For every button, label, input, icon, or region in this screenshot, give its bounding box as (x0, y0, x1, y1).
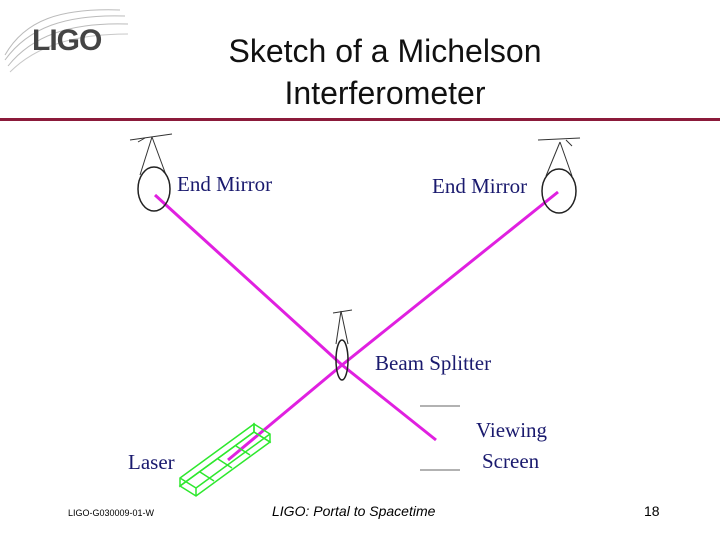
beam-splitter-icon (332, 309, 353, 381)
beam-from-laser (227, 363, 343, 462)
beam-to-right-mirror (341, 190, 559, 367)
logo-text: LIGO (32, 24, 102, 57)
title-line-2: Interferometer (284, 75, 486, 111)
beam-to-left-mirror (153, 193, 344, 367)
logo-swirl-icon (4, 9, 129, 73)
title-rule (0, 118, 720, 121)
label-viewing: Viewing (476, 418, 548, 442)
ligo-logo: LIGO (0, 0, 130, 80)
label-beam-splitter: Beam Splitter (375, 351, 492, 375)
right-end-mirror-icon (537, 137, 581, 214)
footer-doc-id: LIGO-G030009-01-W (68, 508, 155, 518)
footer-center-text: LIGO: Portal to Spacetime (272, 503, 436, 519)
label-laser: Laser (128, 450, 175, 474)
label-end-mirror-left: End Mirror (177, 172, 273, 196)
label-end-mirror-right: End Mirror (432, 174, 528, 198)
laser-icon (178, 422, 272, 497)
left-end-mirror-icon (129, 133, 173, 212)
label-screen: Screen (482, 449, 540, 473)
beam-to-screen (341, 363, 437, 442)
page-number: 18 (644, 503, 660, 519)
slide-title: Sketch of a Michelson Interferometer (150, 30, 620, 114)
title-line-1: Sketch of a Michelson (228, 33, 542, 69)
